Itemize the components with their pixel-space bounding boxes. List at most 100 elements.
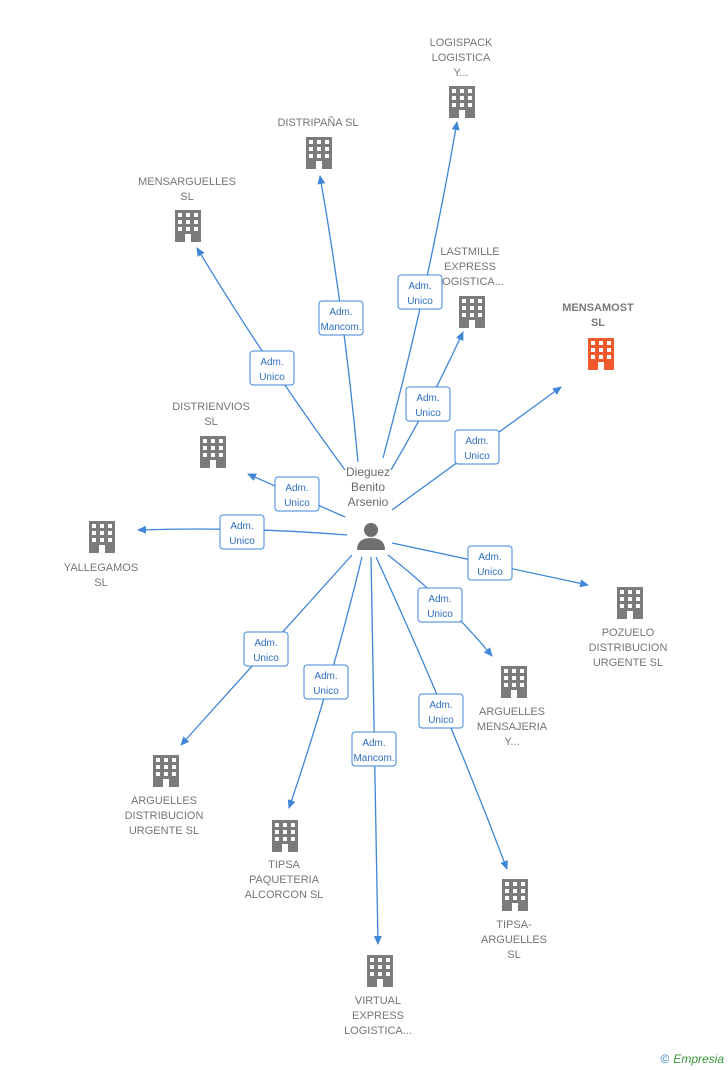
company-node-logispack[interactable]: LOGISPACK LOGISTICA Y... [430,37,493,118]
relation-box [274,476,320,512]
relation-box [318,300,364,336]
company-name-line: YALLEGAMOS [64,562,138,574]
company-name-line: PAQUETERIA [249,874,320,886]
relation-label-pozuelo: Adm.Unico [467,545,513,581]
relation-box [249,350,295,386]
company-name-line: EXPRESS [352,1010,404,1022]
building-icon [175,210,201,242]
company-name-line: TIPSA- [496,919,532,931]
footer-brand: ©Empresia [660,1052,724,1066]
building-icon [449,86,475,118]
center-name-line-1: Dieguez [346,465,390,479]
company-node-distripana[interactable]: DISTRIPAÑA SL [277,116,359,169]
company-name-line: SL [94,577,107,589]
relation-box [417,587,463,623]
center-name-line-3: Arsenio [348,495,389,509]
company-node-lastmille[interactable]: LASTMILLE EXPRESS LOGISTICA... [436,246,504,328]
company-name-line: DISTRIPAÑA SL [277,116,358,129]
relation-box [467,545,513,581]
relation-text: Adm. [329,307,352,318]
company-name-line: MENSAJERIA [477,721,548,733]
company-name-line: DISTRIBUCION [589,642,668,654]
edges-layer [137,121,589,945]
building-icon [89,521,115,553]
relation-text: Unico [313,686,339,697]
relation-text: Unico [407,296,433,307]
company-node-mensarguelles[interactable]: MENSARGUELLES SL [138,176,236,242]
relation-text: Unico [253,653,279,664]
company-name-line: MENSARGUELLES [138,176,236,188]
building-icon [459,296,485,328]
company-name-line: MENSAMOST [562,302,634,314]
company-name-line: SL [180,191,193,203]
company-name-line: POZUELO [602,627,655,639]
company-name-line: SL [591,317,605,329]
relation-label-tipsa-paqueteria: Adm. Unico [303,664,349,700]
relation-text: Unico [427,609,453,620]
company-node-arguelles-mensajeria[interactable]: ARGUELLESMENSAJERIAY... [477,666,548,748]
relation-text: Adm. [254,638,277,649]
relation-text: Mancom. [320,322,361,333]
relation-text: Adm. [408,281,431,292]
company-node-tipsa-arguelles[interactable]: TIPSA- ARGUELLES SL [481,879,547,961]
relation-label-distripana: Adm. Mancom. [318,300,364,336]
relation-label-distrienvios: Adm.Unico [274,476,320,512]
company-name-line: LOGISTICA... [344,1025,412,1037]
building-icon [617,587,643,619]
relation-labels-layer: Adm.UnicoAdm.Mancom.Adm.UnicoAdm.UnicoAd… [219,274,513,767]
relation-box [303,664,349,700]
company-name-line: ARGUELLES [131,795,197,807]
company-node-yallegamos[interactable]: YALLEGAMOS SL [64,521,138,589]
person-icon [357,523,385,550]
relation-label-logispack: Adm. Unico [397,274,443,310]
company-name-line: SL [507,949,520,961]
relation-label-yallegamos: Adm. Unico [219,514,265,550]
relation-text: Adm. [428,594,451,605]
center-name-line-2: Benito [351,480,385,494]
relation-text: Adm. [465,436,488,447]
relation-text: Adm. [362,738,385,749]
company-node-mensamost[interactable]: MENSAMOST SL [562,302,634,370]
relation-label-arguelles-distribucion: Adm. Unico [243,631,289,667]
company-name-line: VIRTUAL [355,995,401,1007]
building-icon [200,436,226,468]
relation-box [243,631,289,667]
company-name-line: LASTMILLE [440,246,499,258]
building-icon [588,338,614,370]
company-node-tipsa-paqueteria[interactable]: TIPSA PAQUETERIA ALCORCON SL [245,820,324,901]
relation-label-arguelles-mensajeria: Adm. Unico [417,587,463,623]
company-name-line: Y... [504,736,519,748]
building-icon [501,666,527,698]
relation-text: Adm. [416,393,439,404]
company-name-line: LOGISPACK [430,37,493,49]
relation-text: Adm. [230,521,253,532]
company-name-line: ALCORCON SL [245,889,324,901]
brand-name: Empresia [673,1052,724,1066]
relation-text: Unico [464,451,490,462]
relation-box [405,386,451,422]
relation-text: Adm. [314,671,337,682]
relation-label-lastmille: Adm.Unico [405,386,451,422]
company-name-line: DISTRIENVIOS [172,401,250,413]
nodes-layer: LOGISPACK LOGISTICA Y... DISTRIPAÑA SL MENSA… [64,37,668,1037]
company-name-line: ARGUELLES [481,934,547,946]
relation-box [351,731,397,767]
company-name-line: URGENTE SL [129,825,199,837]
company-name-line: EXPRESS [444,261,496,273]
relation-text: Adm. [429,700,452,711]
company-name-line: TIPSA [268,859,300,871]
relation-label-mensamost: Adm. Unico [454,429,500,465]
company-name-line: LOGISTICA... [436,276,504,288]
relation-label-mensarguelles: Adm.Unico [249,350,295,386]
company-node-virtual-express[interactable]: VIRTUAL EXPRESS LOGISTICA... [344,955,412,1037]
company-name-line: Y... [453,67,468,79]
building-icon [153,755,179,787]
company-name-line: LOGISTICA [432,52,491,64]
relation-text: Unico [229,536,255,547]
building-icon [367,955,393,987]
center-person[interactable]: Dieguez Benito Arsenio [346,465,390,550]
